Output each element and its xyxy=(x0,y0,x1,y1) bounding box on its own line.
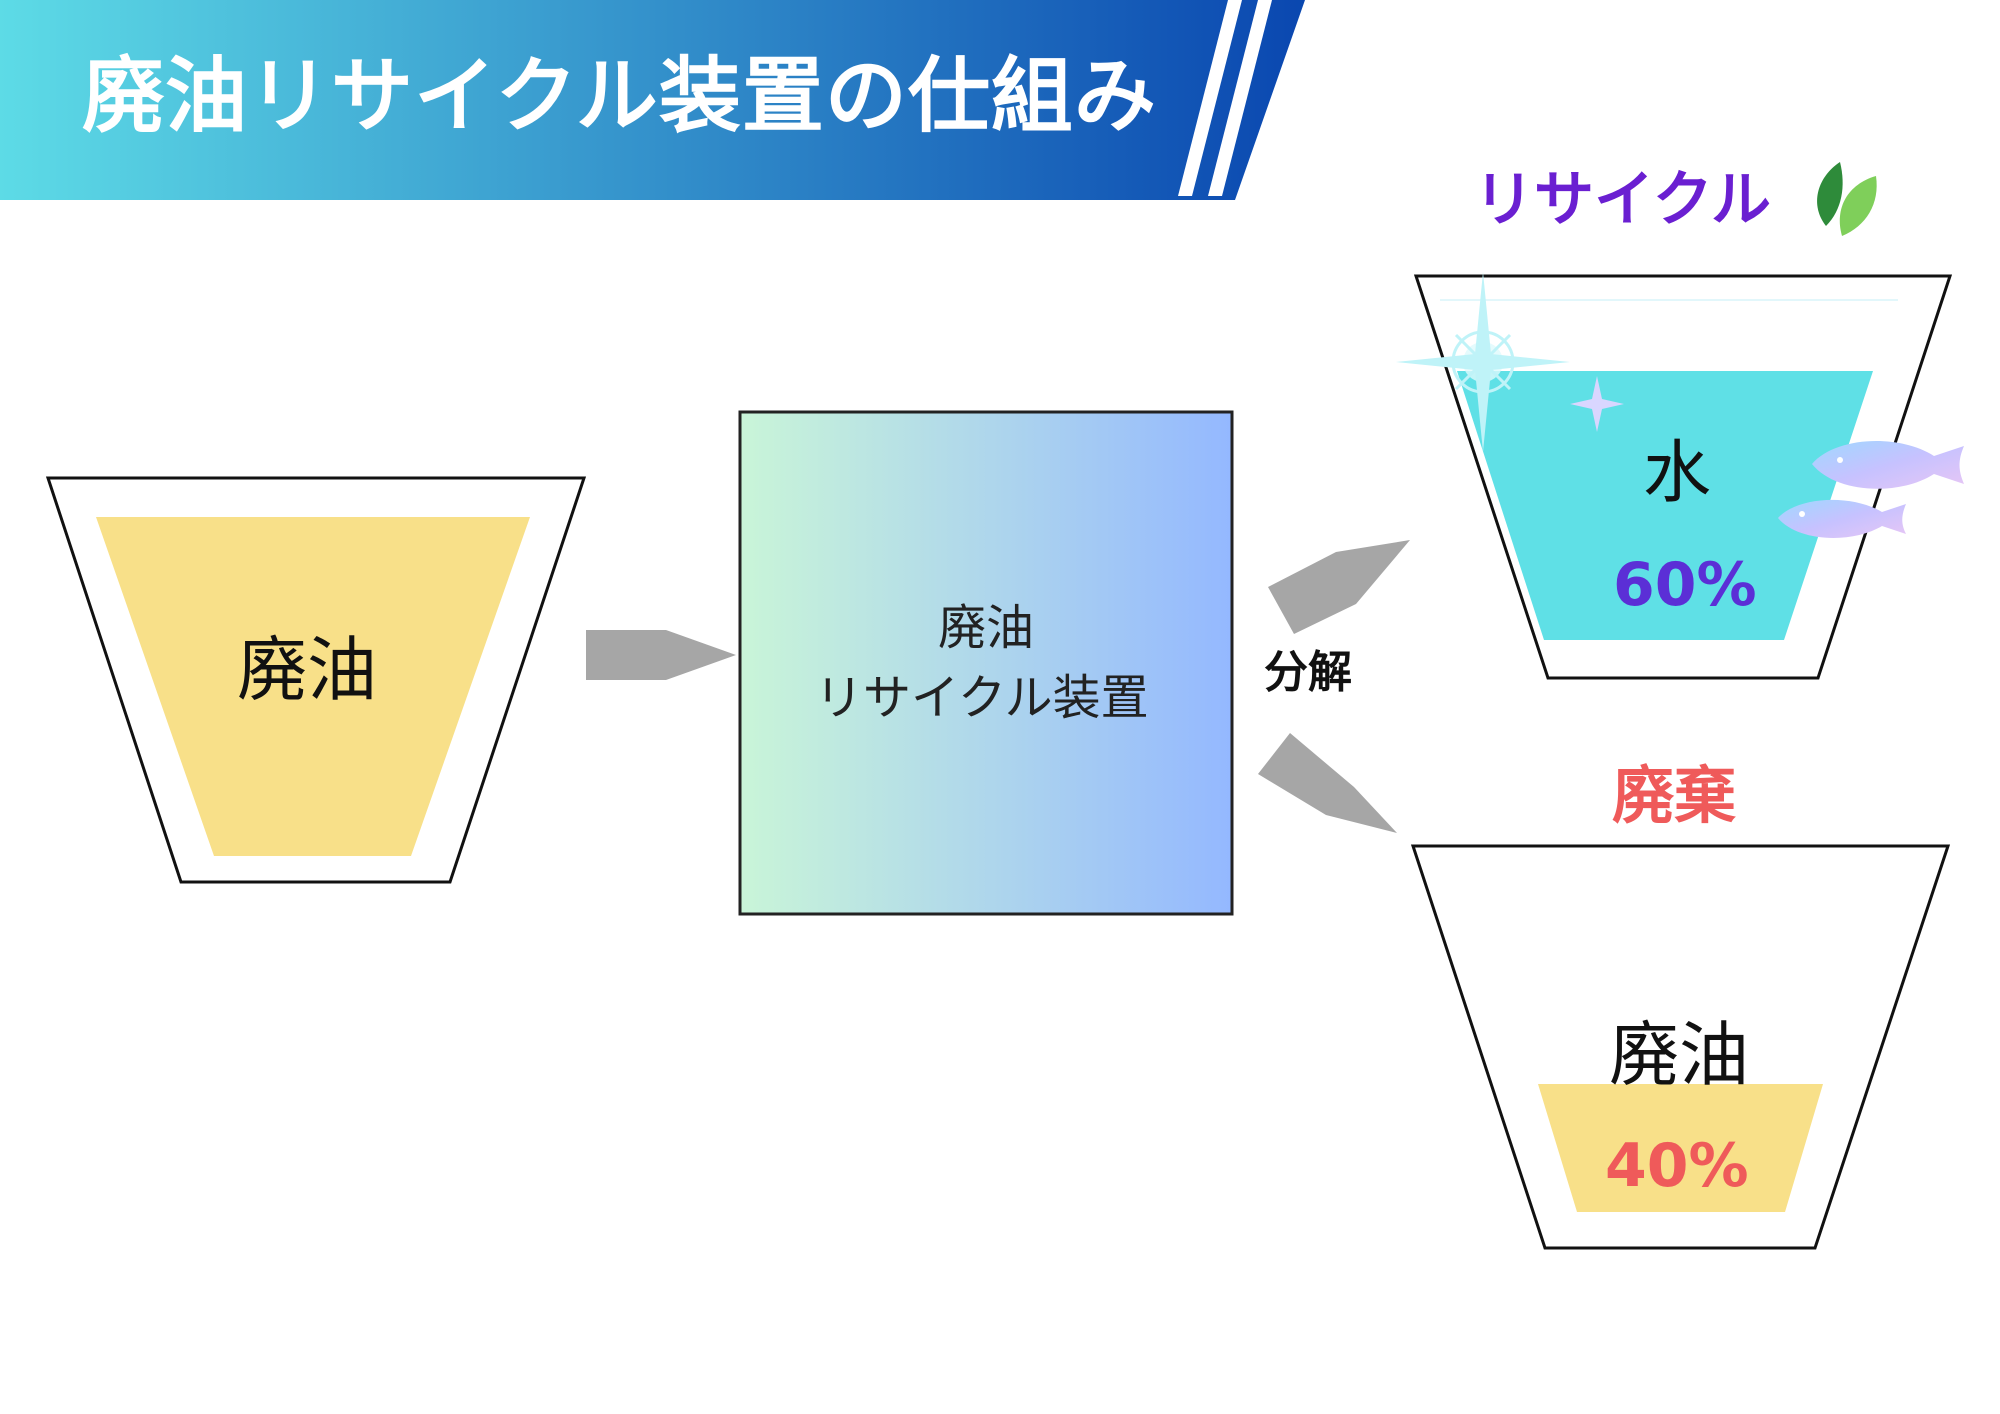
input-container xyxy=(45,476,587,884)
arrow-to-device xyxy=(586,630,736,680)
arrow-to-water xyxy=(1268,540,1410,634)
device-box xyxy=(738,410,1234,916)
device-label-line1: 廃油 xyxy=(938,600,1035,656)
waste-oil-label: 廃油 xyxy=(1609,1014,1749,1096)
input-oil-label: 廃油 xyxy=(237,629,377,711)
recycle-heading: リサイクル xyxy=(1474,165,1771,235)
leaf-icon xyxy=(1817,162,1877,236)
sparkle-icon xyxy=(1396,272,1570,452)
device-label-line2: リサイクル装置 xyxy=(815,670,1149,726)
waste-heading: 廃棄 xyxy=(1612,759,1737,832)
fish-icon xyxy=(1812,441,1964,489)
waste-container xyxy=(1410,844,1951,1250)
waste-percent: 40% xyxy=(1605,1131,1749,1201)
title-banner xyxy=(0,0,1305,200)
arrow-to-waste xyxy=(1258,733,1397,833)
water-percent: 60% xyxy=(1613,550,1757,620)
water-container xyxy=(1413,274,1953,680)
decomposition-label: 分解 xyxy=(1264,647,1352,698)
fish-icon xyxy=(1778,499,1906,538)
sparkle-icon xyxy=(1570,376,1624,432)
page-title: 廃油リサイクル装置の仕組み xyxy=(82,49,1157,144)
water-label: 水 xyxy=(1643,434,1712,513)
